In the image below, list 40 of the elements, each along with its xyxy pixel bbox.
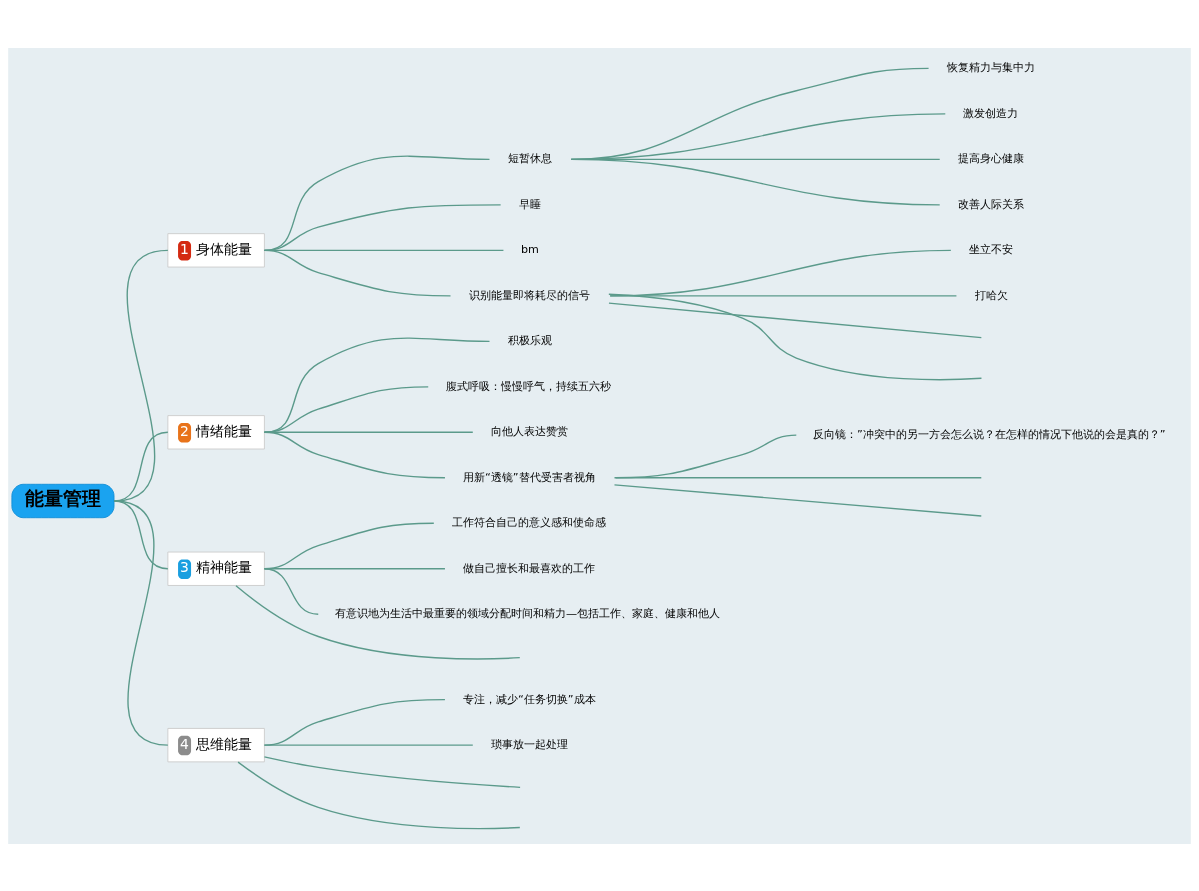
connector	[608, 293, 983, 380]
node-box: 4 思维能量	[167, 727, 265, 762]
connector	[570, 158, 941, 206]
node-text: 激发创造力	[963, 106, 1019, 120]
node-text: 用新“透镜”替代受害者视角	[463, 470, 596, 484]
node-text: 向他人表达赞赏	[490, 424, 568, 438]
node-text: 识别能量即将耗尽的信号	[468, 288, 590, 302]
node-text: 短暂休息	[507, 151, 552, 165]
node-box: 1 身体能量	[167, 232, 265, 268]
node-text: 腹式呼吸：慢慢呼气，持续五六秒	[446, 379, 612, 393]
node-text: 恢复精力与集中力	[946, 60, 1035, 74]
connector	[263, 755, 521, 788]
connector	[263, 155, 491, 251]
node-text: 有意识地为生活中最重要的领域分配时间和精力—包括工作、家庭、健康和他人	[334, 606, 721, 620]
node-text: 改善人际关系	[957, 197, 1024, 211]
connector	[263, 249, 452, 297]
connector	[613, 483, 982, 517]
node-text: 反向镜：”冲突中的另一方会怎么说？在怎样的情况下他说的会是真的？”	[813, 427, 1166, 441]
node-text: 提高身心健康	[957, 151, 1024, 165]
connector	[237, 760, 521, 829]
connector	[263, 431, 446, 478]
node-text: 做自己擅长和最喜欢的工作	[463, 561, 596, 575]
node-text: 工作符合自己的意义感和使命感	[451, 515, 606, 529]
connector	[613, 476, 982, 478]
node-box: 2 情绪能量	[167, 414, 265, 449]
node-text: 早睡	[518, 197, 541, 211]
node-box: 能量管理	[11, 483, 115, 518]
node-text: bm	[521, 242, 539, 256]
connector	[263, 337, 491, 433]
node-text: 专注，减少“任务切换”成本	[463, 692, 596, 706]
connector	[263, 567, 319, 615]
connector	[235, 584, 521, 660]
node-text: 琐事放一起处理	[490, 737, 568, 751]
node-text: 坐立不安	[968, 242, 1013, 256]
node-box: 3 精神能量	[167, 551, 265, 586]
connector	[608, 301, 983, 338]
node-text: 积极乐观	[507, 333, 552, 347]
connector	[263, 743, 474, 746]
node-text: 打哈欠	[974, 288, 1008, 302]
connector	[609, 294, 958, 297]
